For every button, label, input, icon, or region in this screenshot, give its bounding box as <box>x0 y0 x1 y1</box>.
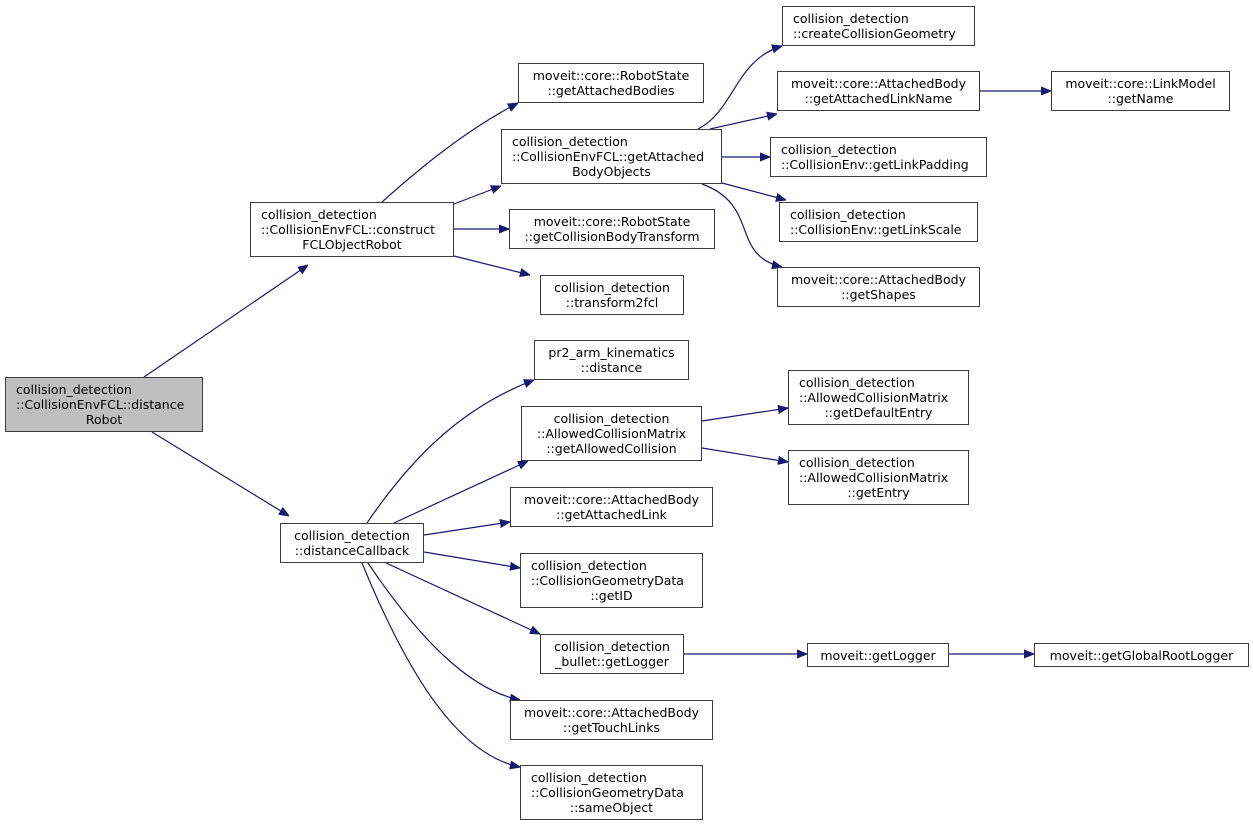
node-label-line: ::getID <box>590 588 633 603</box>
node-get-collision-body-transform[interactable]: moveit::core::RobotState::getCollisionBo… <box>509 209 715 249</box>
node-distance-callback[interactable]: collision_detection::distanceCallback <box>280 523 424 563</box>
node-construct-fcl[interactable]: collision_detection::CollisionEnvFCL::co… <box>250 202 454 257</box>
edge-root-to-constructFCL <box>143 265 308 378</box>
edge-distanceCallback-to-getID <box>423 551 520 568</box>
node-label-line: ::getCollisionBodyTransform <box>524 229 700 244</box>
node-label-line: collision_detection <box>554 639 670 654</box>
node-label-line: collision_detection <box>781 142 897 157</box>
edge-distanceCallback-to-pr2distance <box>366 380 534 524</box>
node-label-line: ::distance <box>580 360 643 375</box>
node-get-default-entry[interactable]: collision_detection::AllowedCollisionMat… <box>788 370 969 425</box>
edge-constructFCL-to-getAttachedBodies <box>381 103 518 203</box>
node-label-line: ::AllowedCollisionMatrix <box>536 426 687 441</box>
node-label-line: ::getAttachedBodies <box>547 83 675 98</box>
node-label-line: collision_detection <box>554 280 670 295</box>
node-label-line: moveit::core::AttachedBody <box>524 705 699 720</box>
edge-distanceCallback-to-getAttachedLink <box>423 522 510 536</box>
node-label-line: BodyObjects <box>572 164 651 179</box>
edge-getAttachedBodyObjects-to-createCollisionGeometry <box>697 46 782 130</box>
node-label-line: ::CollisionGeometryData <box>531 573 684 588</box>
node-label-line: ::getDefaultEntry <box>824 405 933 420</box>
node-get-allowed-collision[interactable]: collision_detection::AllowedCollisionMat… <box>521 406 702 461</box>
edge-distanceCallback-to-getTouchLinks <box>367 562 520 700</box>
node-label-line: ::AllowedCollisionMatrix <box>799 470 949 485</box>
node-label-line: collision_detection <box>799 455 915 470</box>
node-label-line: collision_detection <box>799 375 915 390</box>
node-get-attached-body-objects[interactable]: collision_detection::CollisionEnvFCL::ge… <box>501 129 722 184</box>
node-label-line: ::CollisionEnvFCL::getAttached <box>512 149 705 164</box>
node-label-line: collision_detection <box>793 11 909 26</box>
node-get-link-padding[interactable]: collision_detection::CollisionEnv::getLi… <box>770 137 987 177</box>
node-pr2distance[interactable]: pr2_arm_kinematics::distance <box>534 340 689 380</box>
node-get-attached-link[interactable]: moveit::core::AttachedBody::getAttachedL… <box>510 487 713 527</box>
node-get-attached-link-name[interactable]: moveit::core::AttachedBody::getAttachedL… <box>777 71 980 111</box>
edge-getAttachedBodyObjects-to-getLinkScale <box>721 182 786 200</box>
node-label-line: ::getName <box>1107 91 1174 106</box>
node-label-line: collision_detection <box>16 382 132 397</box>
node-label-line: ::getAttachedLinkName <box>804 91 953 106</box>
node-label-line: pr2_arm_kinematics <box>548 345 675 360</box>
node-label-line: ::AllowedCollisionMatrix <box>799 390 949 405</box>
node-label-line: ::getTouchLinks <box>563 720 660 735</box>
node-get-entry[interactable]: collision_detection::AllowedCollisionMat… <box>788 450 969 505</box>
node-label-line: moveit::core::RobotState <box>532 68 690 83</box>
node-label-line: moveit::core::AttachedBody <box>791 272 966 287</box>
edge-root-to-distanceCallback <box>151 431 289 516</box>
node-label-line: ::CollisionEnv::getLinkScale <box>790 222 962 237</box>
edge-distanceCallback-to-sameObject <box>361 562 520 767</box>
node-label-line: ::createCollisionGeometry <box>793 26 956 41</box>
node-label-line: moveit::core::AttachedBody <box>791 76 966 91</box>
node-transform2fcl[interactable]: collision_detection::transform2fcl <box>540 275 684 315</box>
node-get-name[interactable]: moveit::core::LinkModel::getName <box>1051 71 1230 111</box>
node-label-line: collision_detection <box>531 770 647 785</box>
node-label-line: collision_detection <box>553 411 670 426</box>
edge-constructFCL-to-getAttachedBodyObjects <box>453 186 501 205</box>
node-label-line: collision_detection <box>512 134 628 149</box>
edge-getAllowedCollision-to-getDefaultEntry <box>701 408 788 422</box>
node-label-line: collision_detection <box>531 558 647 573</box>
node-get-link-scale[interactable]: collision_detection::CollisionEnv::getLi… <box>779 202 978 242</box>
node-label-line: ::transform2fcl <box>565 295 659 310</box>
node-label-line: Robot <box>85 412 123 427</box>
node-create-collision-geometry[interactable]: collision_detection::createCollisionGeom… <box>782 6 975 46</box>
node-label-line: ::CollisionEnvFCL::distance <box>16 397 185 412</box>
node-label-line: moveit::core::AttachedBody <box>524 492 699 507</box>
node-label-line: moveit::getLogger <box>820 647 936 663</box>
node-get-shapes[interactable]: moveit::core::AttachedBody::getShapes <box>777 267 980 307</box>
edge-constructFCL-to-transform2fcl <box>453 255 530 275</box>
edge-getAllowedCollision-to-getEntry <box>701 447 788 462</box>
node-same-object[interactable]: collision_detection::CollisionGeometryDa… <box>520 765 703 820</box>
node-label-line: collision_detection <box>261 207 377 222</box>
node-get-attached-bodies[interactable]: moveit::core::RobotState::getAttachedBod… <box>518 63 704 103</box>
edge-distanceCallback-to-getAllowedCollision <box>393 461 528 524</box>
node-bullet-get-logger[interactable]: collision_detection_bullet::getLogger <box>540 634 684 674</box>
node-get-touch-links[interactable]: moveit::core::AttachedBody::getTouchLink… <box>510 700 713 740</box>
node-root: collision_detection::CollisionEnvFCL::di… <box>5 377 203 432</box>
node-label-line: ::getAllowedCollision <box>546 441 677 456</box>
node-label-line: moveit::getGlobalRootLogger <box>1049 647 1234 663</box>
node-get-global-root-logger[interactable]: moveit::getGlobalRootLogger <box>1034 643 1249 667</box>
node-label-line: collision_detection <box>790 207 906 222</box>
node-label-line: ::CollisionEnv::getLinkPadding <box>781 157 969 172</box>
node-label-line: FCLObjectRobot <box>302 237 402 252</box>
edge-getAttachedBodyObjects-to-getAttachedLinkName <box>709 114 777 130</box>
node-label-line: ::sameObject <box>569 800 654 815</box>
node-get-id[interactable]: collision_detection::CollisionGeometryDa… <box>520 553 703 608</box>
edge-getAttachedBodyObjects-to-getShapes <box>701 183 782 267</box>
node-moveit-get-logger[interactable]: moveit::getLogger <box>807 643 949 667</box>
node-label-line: ::getShapes <box>841 287 916 302</box>
node-label-line: moveit::core::RobotState <box>533 214 691 229</box>
node-label-line: collision_detection <box>294 528 410 543</box>
node-label-line: moveit::core::LinkModel <box>1065 76 1216 91</box>
node-label-line: ::getEntry <box>847 485 910 500</box>
node-label-line: ::CollisionEnvFCL::construct <box>261 222 435 237</box>
node-label-line: ::getAttachedLink <box>556 507 667 522</box>
edge-distanceCallback-to-bulletGetLogger <box>385 562 540 634</box>
node-label-line: _bullet::getLogger <box>555 654 669 669</box>
node-label-line: ::CollisionGeometryData <box>531 785 684 800</box>
node-label-line: ::distanceCallback <box>294 543 410 558</box>
